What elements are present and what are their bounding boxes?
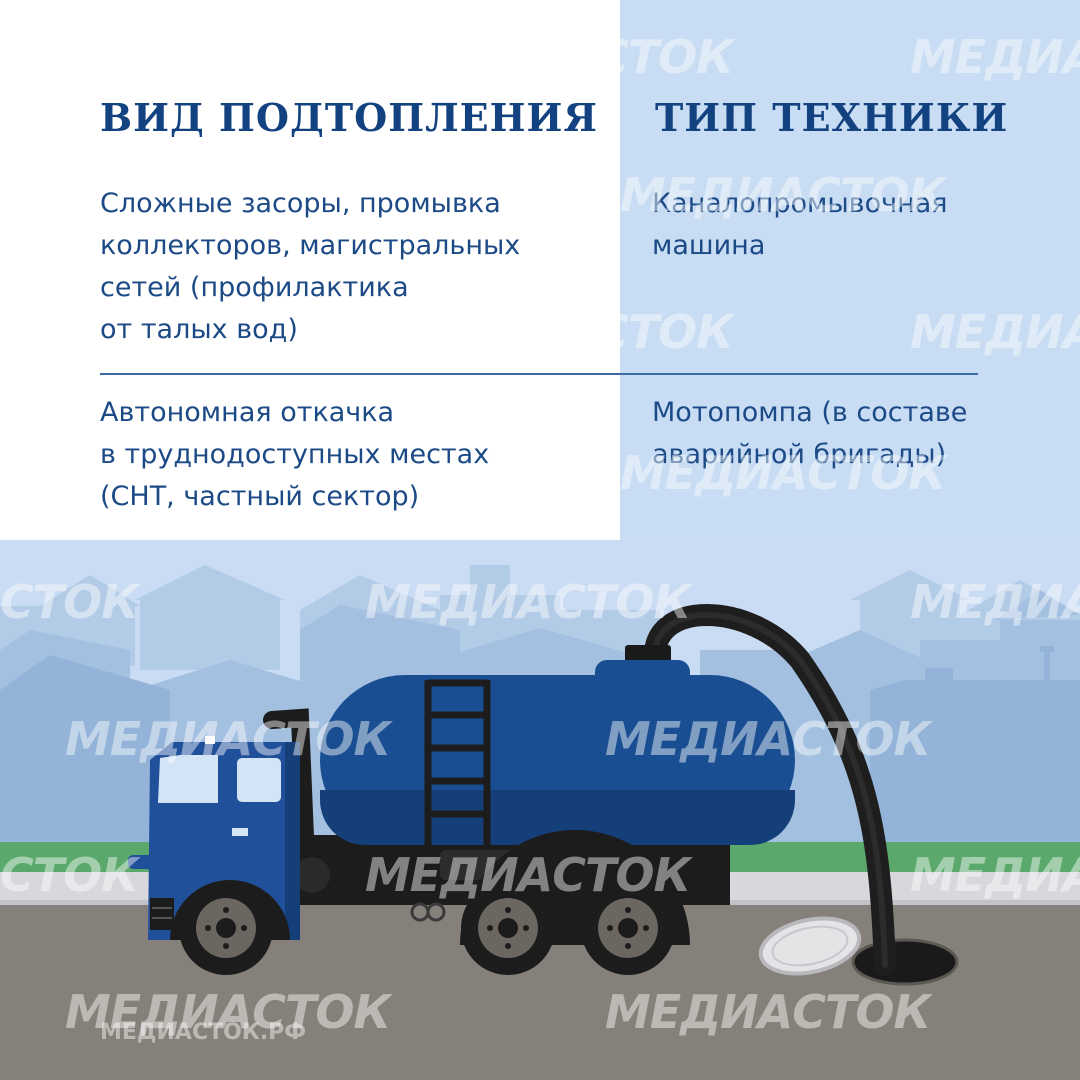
tank-ladder (424, 679, 491, 845)
watermark: МЕДИА (910, 30, 1080, 84)
flood-type-column-panel (0, 0, 620, 540)
equipment-cell-2: Мотопомпа (в составе аварийной бригады) (652, 397, 968, 470)
watermark: МЕДИА (910, 848, 1080, 902)
manhole-cover (758, 916, 862, 976)
flood-type-cell-1: Сложные засоры, промывка коллекторов, ма… (100, 188, 521, 345)
wheel-rear (581, 881, 675, 975)
exhaust-pipe (263, 708, 315, 869)
watermark: МЕДИА (910, 305, 1080, 359)
watermark: МЕДИАСТОК (65, 985, 391, 1039)
cab-side-window (237, 758, 281, 802)
watermark: МЕДИАСТОК (620, 168, 946, 222)
watermark: МЕДИАСТОК (365, 575, 691, 629)
watermark: СТОК (0, 575, 139, 629)
wheel-middle (461, 881, 555, 975)
equipment-column-panel (620, 0, 1080, 540)
watermark: МЕДИАСТОК (605, 712, 931, 766)
watermark: МЕДИА (910, 575, 1080, 629)
watermark: МЕДИАСТОК (365, 848, 691, 902)
watermark: МЕДИАСТОК (620, 446, 946, 500)
flood-type-heading: ВИД ПОДТОПЛЕНИЯ (100, 95, 598, 140)
watermark: МЕДИАСТОК (65, 712, 391, 766)
watermark-url: МЕДИАСТОК.РФ (100, 1020, 307, 1045)
watermark: МЕДИАСТОК (605, 985, 931, 1039)
cab-windshield (158, 755, 218, 803)
near-houses (0, 646, 1080, 850)
watermark: СТОК (595, 30, 734, 84)
watermark: СТОК (0, 848, 139, 902)
equipment-cell-1: Каналопромывочная машина (652, 188, 948, 261)
watermark: СТОК (595, 305, 734, 359)
equipment-heading: ТИП ТЕХНИКИ (655, 95, 1009, 140)
wheel-front (179, 881, 273, 975)
flood-type-cell-2: Автономная откачка в труднодоступных мес… (100, 397, 490, 512)
truck-wheels (179, 881, 675, 975)
row-divider (100, 373, 978, 375)
sewer-truck-scene (0, 540, 1080, 1080)
